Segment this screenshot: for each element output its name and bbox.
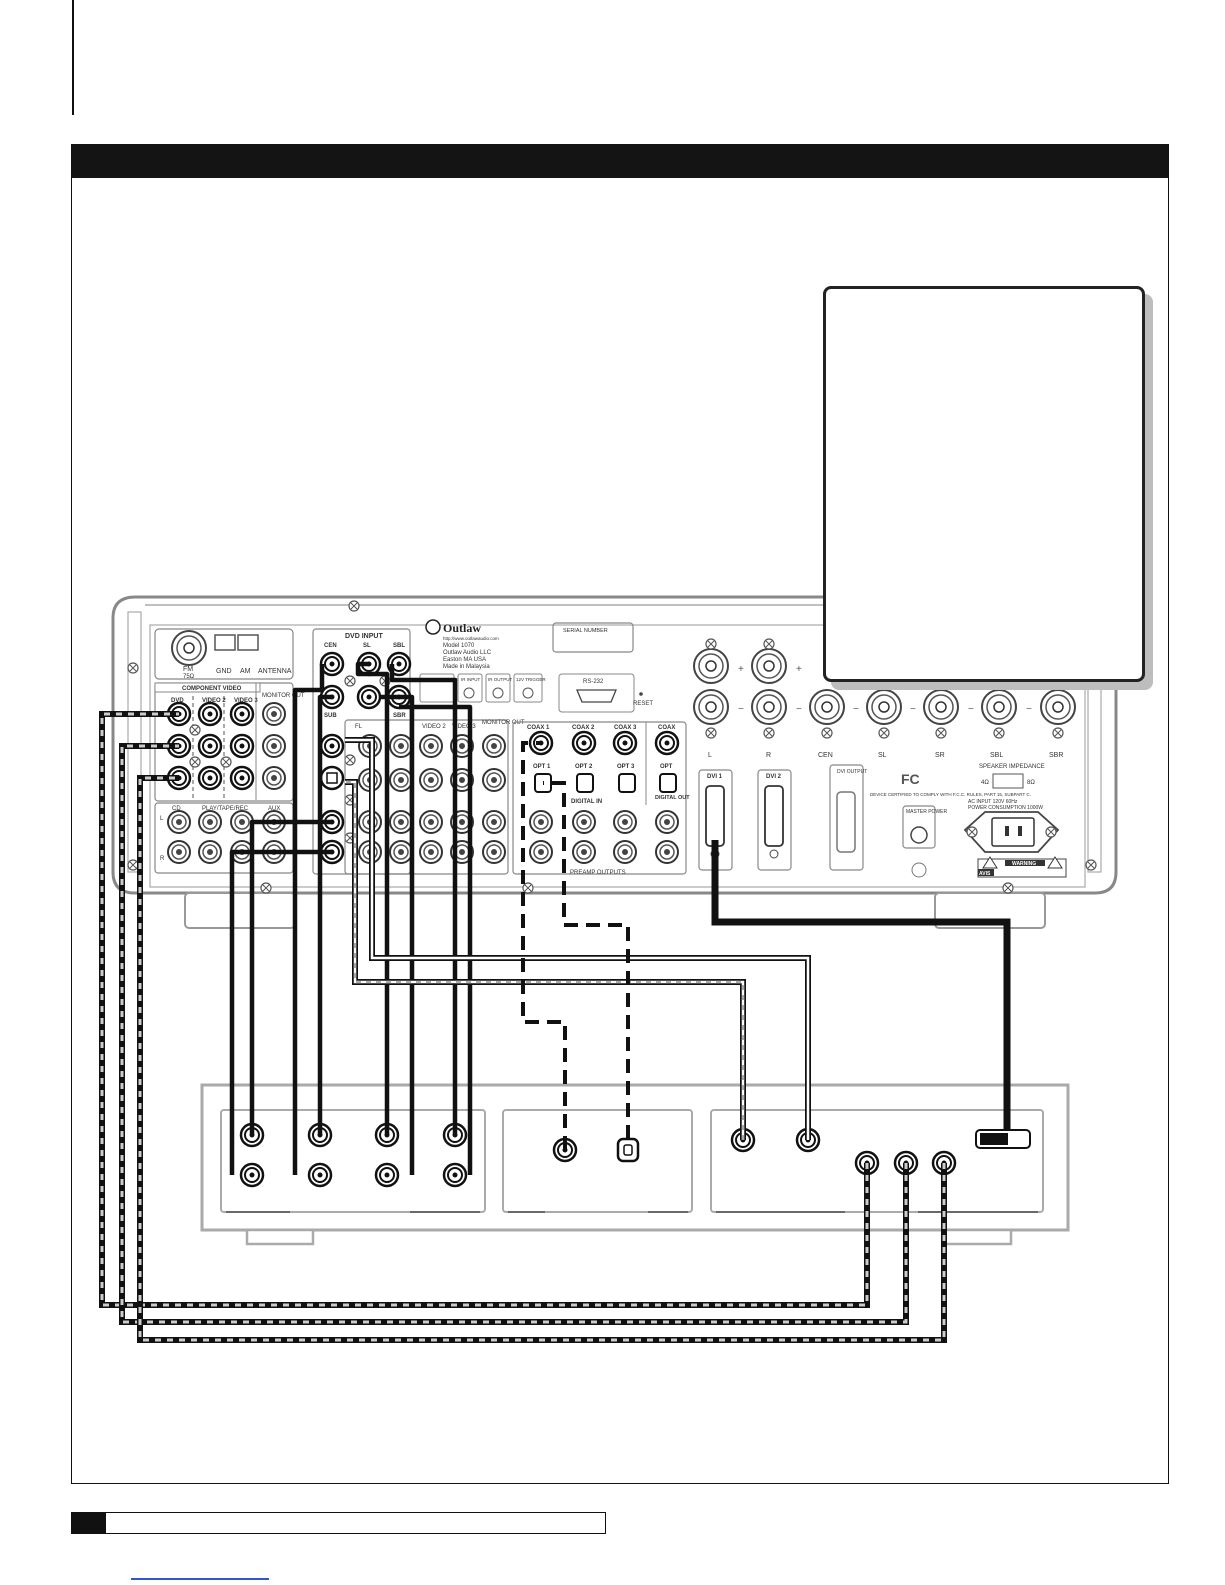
svg-text:+: +	[796, 664, 802, 675]
eight-ohm-label: 8Ω	[1027, 780, 1035, 786]
opt3-label: OPT 3	[617, 764, 635, 770]
brand-block: Outlaw http://www.outlawaudio.com Model …	[425, 619, 634, 670]
website-text: http://www.outlawaudio.com	[443, 636, 499, 641]
digital-in-label: DIGITAL IN	[571, 799, 602, 805]
coax2-label: COAX 2	[572, 725, 595, 731]
avis-label: AVIS	[979, 871, 991, 877]
ir-input-label: IR INPUT	[461, 677, 481, 682]
preamp-outputs-label: PREAMP OUTPUTS	[570, 870, 626, 876]
dvi1-label: DVI 1	[707, 774, 723, 780]
video2-label: VIDEO 2	[202, 698, 226, 704]
aux-label: AUX	[268, 806, 280, 812]
made-in-text: Made in Malaysia	[443, 664, 490, 670]
antenna-section: FM 75Ω GND AM ANTENNA	[154, 628, 294, 680]
sbl-input-label: SBL	[393, 643, 405, 649]
fm-label: FM	[183, 666, 193, 673]
speaker-sr-label: SR	[935, 752, 945, 759]
digital-audio-cables	[521, 741, 630, 1150]
ac-input-label: AC INPUT 120V 60Hz	[968, 799, 1018, 805]
source-device	[200, 1083, 1070, 1246]
sbr-input-label: SBR	[393, 713, 406, 719]
left-label: L	[160, 816, 164, 822]
coax1-label: COAX 1	[527, 725, 550, 731]
footer-link-underline[interactable]	[131, 1578, 269, 1580]
play-tape-rec-label: PLAY/TAPE/REC	[202, 806, 249, 812]
master-power-label: MASTER POWER	[906, 809, 948, 815]
svg-text:FC: FC	[901, 771, 920, 787]
svg-text:−: −	[796, 704, 802, 715]
video-cables	[345, 737, 811, 1140]
speaker-cen-label: CEN	[818, 752, 833, 759]
svg-text:−: −	[910, 704, 916, 715]
speaker-l-label: L	[708, 752, 712, 759]
svg-text:−: −	[853, 704, 859, 715]
company-text: Outlaw Audio LLC	[443, 650, 492, 656]
speaker-r-label: R	[766, 752, 771, 759]
ir-output-label: IR OUTPUT	[488, 677, 513, 682]
opt2-label: OPT 2	[575, 764, 593, 770]
footer-rule	[105, 1512, 606, 1534]
opt1-label: OPT 1	[533, 764, 551, 770]
reset-label: RESET	[633, 701, 653, 707]
analog-audio-cables	[229, 661, 473, 1175]
dvi-section: DVI 1 DVI 2 DVI OUTPUT	[698, 764, 867, 871]
cen-input-label: CEN	[324, 643, 337, 649]
video-inputs-section: FL VIDEO 2 VIDEO 3 MONITOR OUT	[344, 719, 525, 875]
coax3-label: COAX 3	[614, 725, 637, 731]
dvi-output-label: DVI OUTPUT	[837, 769, 867, 775]
brand-logo: Outlaw	[443, 621, 481, 635]
svg-text:−: −	[1026, 704, 1032, 715]
video2-small-label: VIDEO 2	[422, 724, 446, 730]
dvi-cable	[711, 840, 1011, 1130]
fm-ohm-label: 75Ω	[183, 674, 195, 680]
four-ohm-label: 4Ω	[981, 780, 989, 786]
fl-label: FL	[355, 724, 363, 730]
svg-text:−: −	[738, 704, 744, 715]
video3-small-label: VIDEO 3	[452, 724, 476, 730]
digital-out-label: DIGITAL OUT	[655, 795, 690, 801]
speaker-sl-label: SL	[878, 752, 887, 759]
dvd-label: DVD	[171, 698, 184, 704]
right-label: R	[160, 856, 165, 862]
digital-io-section: COAX 1 COAX 2 COAX 3 COAX OPT 1 OPT 2 OP…	[512, 721, 690, 876]
component-video-label: COMPONENT VIDEO	[182, 686, 242, 692]
speaker-impedance-label: SPEAKER IMPEDANCE	[979, 764, 1045, 770]
power-consumption-label: POWER CONSUMPTION 1000W	[968, 805, 1043, 811]
speaker-sbr-label: SBR	[1049, 752, 1063, 759]
component-video-cables	[99, 711, 947, 1343]
rs232-label: RS-232	[583, 679, 604, 685]
opt-out-label: OPT	[660, 764, 673, 770]
model-text: Model 1070	[443, 643, 475, 649]
location-text: Easton MA USA	[443, 657, 486, 663]
gnd-label: GND	[216, 668, 232, 675]
footer-page-tab	[71, 1512, 105, 1534]
fcc-text: DEVICE CERTIFIED TO COMPLY WITH F.C.C. R…	[870, 792, 1031, 797]
monitor-out-label: MONITOR OUT	[262, 693, 305, 699]
power-section: FC DEVICE CERTIFIED TO COMPLY WITH F.C.C…	[870, 764, 1067, 878]
svg-text:+: +	[738, 664, 744, 675]
warning-label: WARNING	[1012, 861, 1036, 867]
serial-number-label: SERIAL NUMBER	[563, 628, 608, 634]
sl-input-label: SL	[363, 643, 371, 649]
dvd-input-label: DVD INPUT	[345, 633, 383, 640]
sub-input-label: SUB	[324, 713, 337, 719]
coax-out-label: COAX	[658, 725, 675, 731]
dvi2-label: DVI 2	[766, 774, 782, 780]
speaker-sbl-label: SBL	[990, 752, 1003, 759]
section-header-bar	[71, 144, 1169, 178]
am-label: AM	[240, 668, 251, 675]
cd-label: CD	[172, 806, 181, 812]
monitor-out-small-label: MONITOR OUT	[482, 720, 525, 726]
page-margin-line	[72, 0, 74, 115]
video3-label: VIDEO 3	[234, 698, 258, 704]
svg-text:−: −	[968, 704, 974, 715]
callout-box	[823, 286, 1145, 682]
trigger-label: 12V TRIGGER	[516, 677, 546, 682]
page-frame	[71, 178, 1169, 1484]
speaker-terminals: + + − − − − − − L R CEN SL SR SBL SBR	[693, 638, 1076, 759]
antenna-label: ANTENNA	[258, 668, 292, 675]
component-video-section: COMPONENT VIDEO DVD VIDEO 2 VIDEO 3 MONI…	[154, 682, 305, 802]
